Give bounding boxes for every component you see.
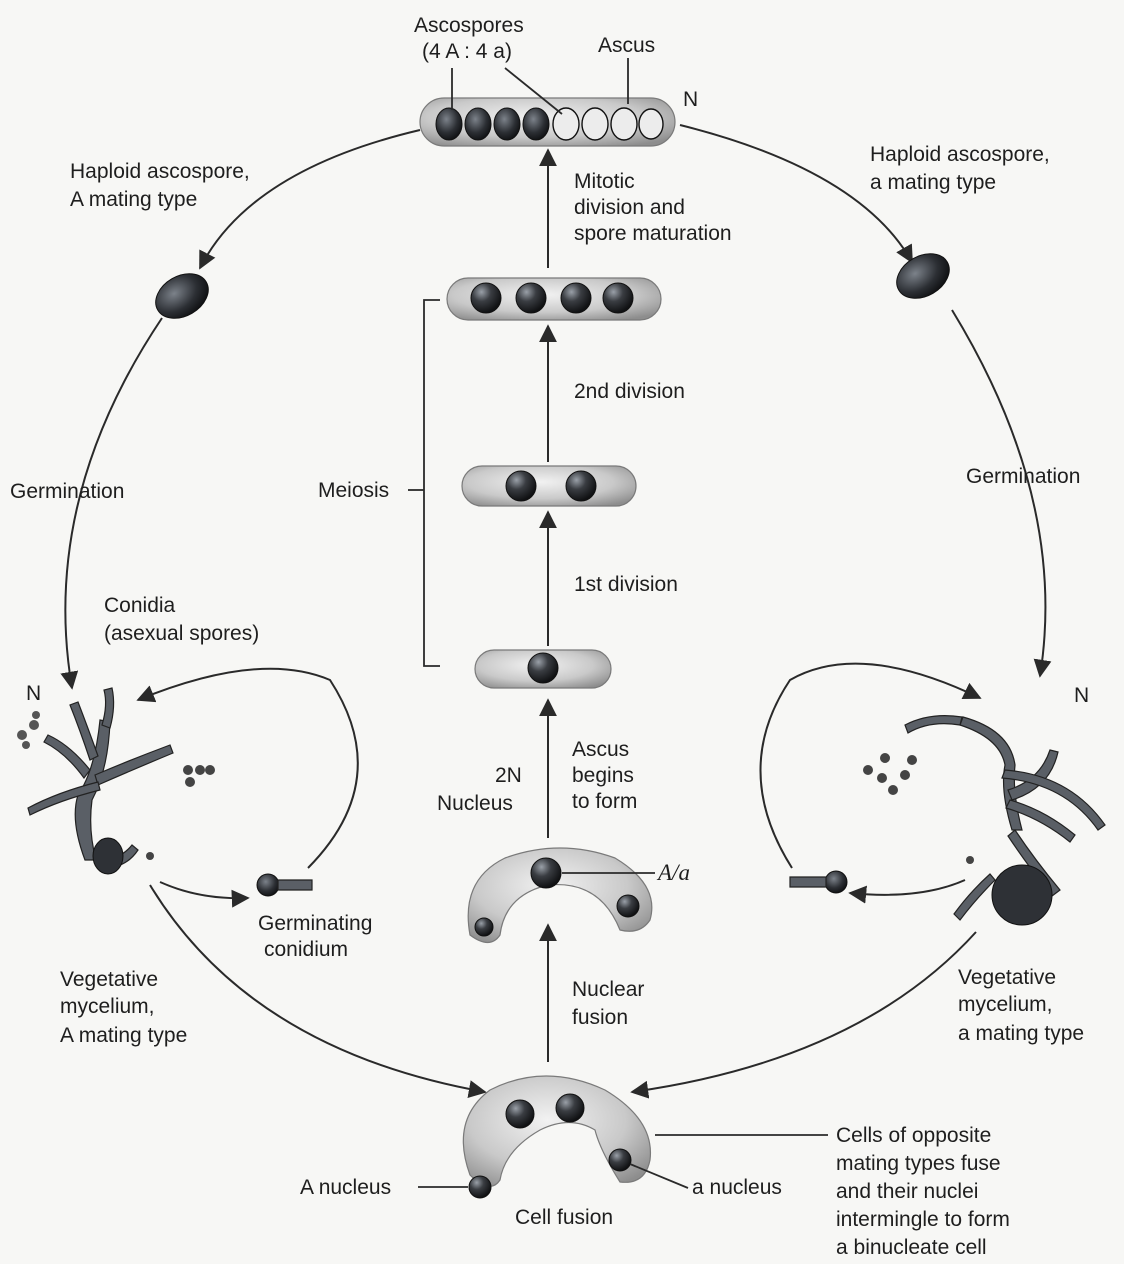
mycelium-icon: [17, 687, 215, 875]
a-nucleus-left-label: A nucleus: [300, 1176, 391, 1199]
nucleus-icon: [527, 652, 559, 684]
arrow-icon: [630, 931, 977, 1099]
conidia-label: Conidia: [104, 594, 176, 617]
a-nucleus-right-label: a nucleus: [692, 1176, 782, 1199]
germination-left-label: Germination: [10, 480, 124, 503]
haploid-right-type-label: a mating type: [870, 171, 996, 194]
arrow-icon: [679, 124, 913, 264]
meiosis-label: Meiosis: [318, 479, 389, 502]
germinating-sublabel: conidium: [264, 938, 348, 961]
nucleus-icon: [560, 282, 592, 314]
cells-opposite-label-2: mating types fuse: [836, 1152, 1001, 1175]
arrow-icon: [759, 662, 982, 869]
ascus-begins-label-3: to form: [572, 790, 637, 813]
nucleus-icon: [515, 282, 547, 314]
haploid-left-label: Haploid ascospore,: [70, 160, 250, 183]
conidia-sublabel: (asexual spores): [104, 622, 259, 645]
veg-left-label-2: mycelium,: [60, 995, 155, 1018]
arrow-icon: [159, 881, 250, 908]
ascus-four-nuclei: [446, 277, 662, 321]
mitotic-label-2: division and: [574, 196, 685, 219]
veg-left-label-3: A mating type: [60, 1024, 187, 1047]
diploid-genotype-label: A/a: [656, 860, 690, 885]
second-division-label: 2nd division: [574, 380, 685, 403]
arrow-icon: [149, 884, 487, 1099]
arrow-icon: [199, 129, 421, 270]
veg-left-label-1: Vegetative: [60, 968, 158, 991]
ploidy-label-n-right: N: [1074, 684, 1089, 707]
nuclear-fusion-label-1: Nuclear: [572, 978, 644, 1001]
cells-opposite-label-1: Cells of opposite: [836, 1124, 991, 1147]
mycelium-icon: [863, 715, 1106, 926]
cells-opposite-label-3: and their nuclei: [836, 1180, 978, 1203]
meiosis-bracket: [423, 299, 440, 667]
mitotic-label-3: spore maturation: [574, 222, 732, 245]
mature-ascus: [419, 58, 676, 147]
two-n-nucleus-label: Nucleus: [437, 792, 513, 815]
nucleus-icon: [470, 282, 502, 314]
spore-icon: [155, 273, 209, 319]
nucleus-icon: [505, 470, 537, 502]
arrow-icon: [136, 667, 359, 869]
arrow-icon: [951, 309, 1052, 678]
cells-opposite-label-4: intermingle to form: [836, 1208, 1010, 1231]
veg-right-label-2: mycelium,: [958, 993, 1053, 1016]
nucleus-icon: [468, 1175, 492, 1199]
ascus-begins-label-1: Ascus: [572, 738, 629, 761]
nucleus-icon: [505, 1099, 535, 1129]
nucleus-icon: [474, 917, 494, 937]
nuclear-fusion-label-2: fusion: [572, 1006, 628, 1029]
first-division-label: 1st division: [574, 573, 678, 596]
ploidy-label-n-left: N: [26, 682, 41, 705]
ascus-label: Ascus: [598, 34, 655, 57]
veg-right-label-3: a mating type: [958, 1022, 1084, 1045]
two-n-label: 2N: [495, 764, 522, 787]
arrow-icon: [60, 317, 163, 690]
germinating-label: Germinating: [258, 912, 372, 935]
spore-icon: [256, 873, 313, 897]
nucleus-icon: [602, 282, 634, 314]
haploid-left-type-label: A mating type: [70, 188, 197, 211]
nucleus-icon: [608, 1148, 632, 1172]
ploidy-label-n: N: [683, 88, 698, 111]
veg-right-label-1: Vegetative: [958, 966, 1056, 989]
spore-icon: [789, 870, 848, 894]
mitotic-label-1: Mitotic: [574, 170, 635, 193]
nucleus-icon: [530, 857, 562, 889]
cell-fusion-label: Cell fusion: [515, 1206, 613, 1229]
ascospores-ratio-label: (4 A : 4 a): [422, 40, 512, 63]
ascus-one-nucleus: [474, 649, 612, 689]
ascospores-label: Ascospores: [414, 14, 524, 37]
nucleus-icon: [616, 894, 640, 918]
arrow-icon: [848, 879, 966, 904]
haploid-right-label: Haploid ascospore,: [870, 143, 1050, 166]
diploid-cell: [467, 847, 655, 944]
ascus-begins-label-2: begins: [572, 764, 634, 787]
nucleus-icon: [565, 470, 597, 502]
ascus-two-nuclei: [461, 465, 637, 507]
spore-icon: [435, 107, 664, 141]
cells-opposite-label-5: a binucleate cell: [836, 1236, 987, 1259]
germination-right-label: Germination: [966, 465, 1080, 488]
binucleate-cell: [418, 1075, 828, 1199]
spore-icon: [896, 253, 950, 299]
nucleus-icon: [555, 1093, 585, 1123]
